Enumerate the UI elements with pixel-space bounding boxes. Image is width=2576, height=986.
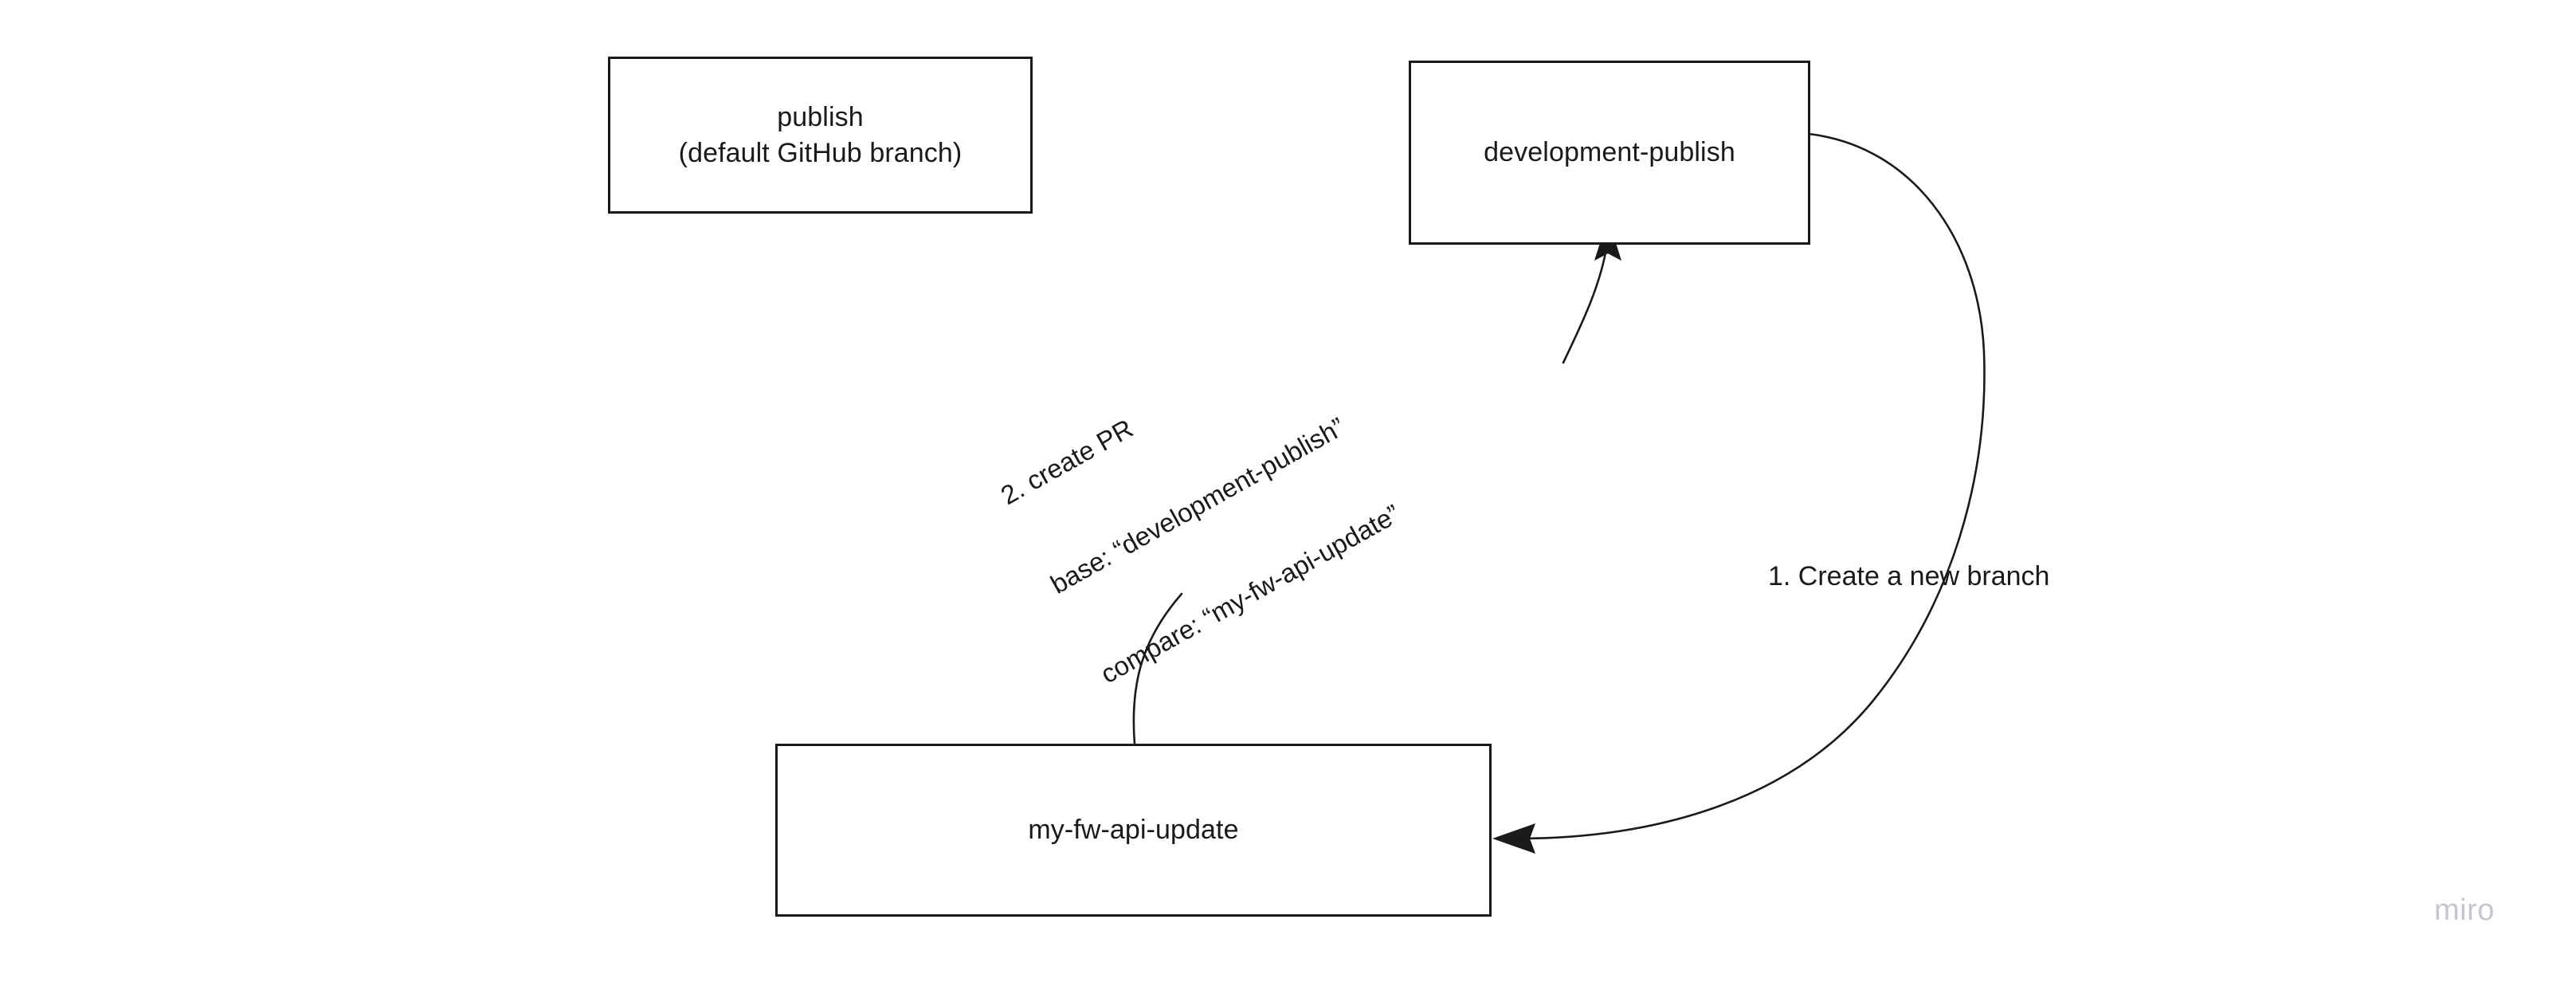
node-publish-label: publish (default GitHub branch): [678, 101, 963, 168]
edge-label-create-branch[interactable]: 1. Create a new branch: [1768, 561, 2050, 591]
edge-create-branch-arrowhead: [1492, 823, 1535, 854]
node-publish[interactable]: publish (default GitHub branch): [608, 57, 1033, 214]
node-development-publish[interactable]: development-publish: [1409, 61, 1810, 245]
node-development-publish-label: development-publish: [1484, 137, 1735, 168]
edge-create-pr-path-upper: [1562, 242, 1609, 364]
edge-create-pr-path: [1132, 592, 1183, 745]
edge-create-branch-path: [1516, 132, 1986, 840]
edge-create-branch[interactable]: [1492, 132, 1986, 854]
node-my-fw-api-update[interactable]: my-fw-api-update: [775, 744, 1492, 917]
node-my-fw-api-update-label: my-fw-api-update: [1028, 815, 1239, 846]
miro-watermark: miro: [2434, 894, 2495, 927]
